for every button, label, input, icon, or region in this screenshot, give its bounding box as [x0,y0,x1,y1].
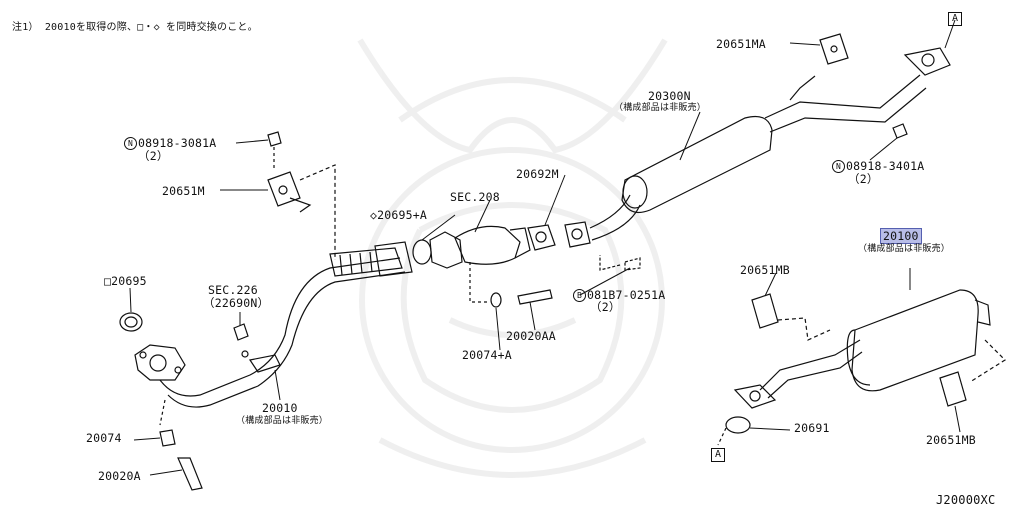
ref-marker-a-top: A [948,12,963,26]
label-20651ma: 20651MA [716,37,766,51]
center-muffler-20300n [564,47,951,248]
gasket-20692m [527,224,556,251]
n-symbol: N [832,160,845,173]
label-20010-note: （構成部品は非販売） [236,416,329,426]
gasket-20695a [412,239,432,265]
label-20100-note: （構成部品は非販売） [858,244,951,254]
note-text: 注1） 20010を取得の際、□・◇ を同時交換のこと。 [12,22,258,33]
label-20651mb-right: 20651MB [926,433,976,447]
ref-marker-a-bottom: A [711,448,726,462]
label-sec226: SEC.226 [208,283,258,297]
label-20100[interactable]: 20100 [880,228,922,244]
stud-20020aa [517,289,553,305]
label-20010: 20010 [262,401,298,415]
label-20300n: 20300N [648,89,691,103]
label-20695a: ◇20695+A [370,208,427,222]
label-20695: □20695 [104,274,147,288]
rear-muffler-20100 [733,289,991,409]
catalytic-converter [429,225,531,269]
watermark-logo [357,38,668,478]
front-pipe-20010 [134,241,413,408]
label-20074a: 20074+A [462,348,512,362]
label-20020a: 20020A [98,469,141,483]
label-20300n-note: （構成部品は非販売） [614,103,707,113]
nut-08918-3401a [892,123,908,139]
gasket-20691 [725,416,751,434]
label-20651m: 20651M [162,184,205,198]
sensor-sec226 [233,323,249,341]
label-08918-3081a-qty: （2） [138,149,169,163]
label-sec208: SEC.208 [450,190,500,204]
label-20651mb-left: 20651MB [740,263,790,277]
n-symbol: N [124,137,137,150]
label-081b7-qty: （2） [590,300,621,314]
label-20692m: 20692M [516,167,559,181]
diagram-code: J20000XC [936,493,996,507]
hanger-20651mb-right [939,371,967,407]
b-symbol: B [573,289,586,302]
label-08918-3401a-qty: （2） [848,172,879,186]
label-22690n: （22690N） [203,296,270,310]
nut-08918-3081a [267,131,282,147]
stud-20020a [177,457,203,491]
label-20691: 20691 [794,421,830,435]
plug-20074 [159,429,176,447]
plug-20074a [490,292,502,308]
label-20020aa: 20020AA [506,329,556,343]
hanger-20651ma [819,33,849,65]
leader-lines [129,19,961,476]
hanger-20651mb-left [751,293,779,329]
hanger-20651m [267,171,312,213]
bolt-081b7 [599,255,641,271]
label-20074: 20074 [86,431,122,445]
gasket-20695 [119,312,143,332]
